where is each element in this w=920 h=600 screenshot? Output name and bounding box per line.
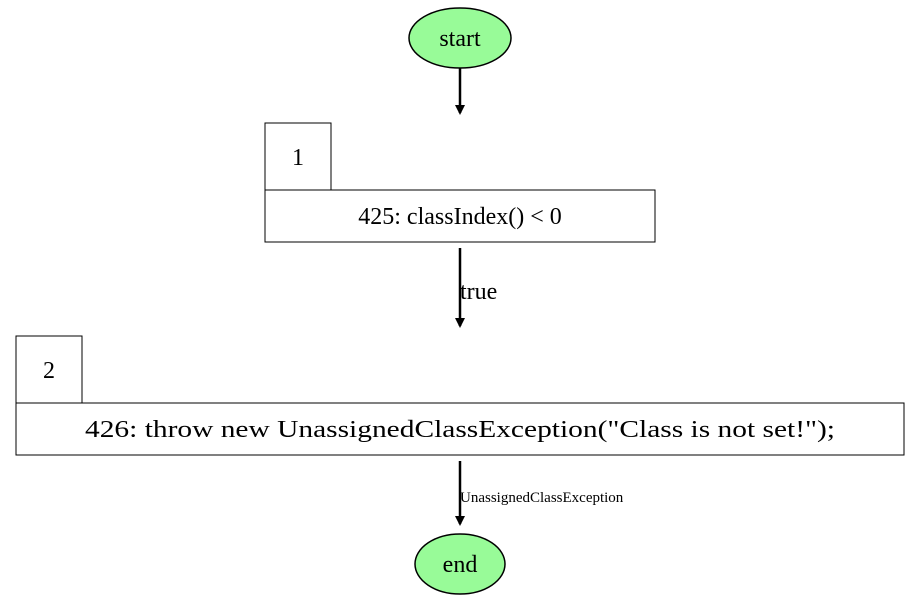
edge-label-exception: UnassignedClassException [460, 490, 624, 506]
block-2-id-label: 2 [43, 358, 55, 384]
block-2-id-box [15, 335, 83, 404]
block-2-statement-box [15, 402, 905, 456]
block-1-statement-box [264, 189, 656, 243]
block-1-id-box [264, 122, 332, 191]
end-node-label: end [443, 552, 478, 578]
end-node-shape [414, 533, 506, 595]
block-1-statement: 425: classIndex() < 0 [358, 204, 561, 230]
end-node: end [414, 533, 506, 595]
block-2: 2 426: throw new UnassignedClassExceptio… [15, 335, 905, 456]
start-node: start [408, 7, 512, 69]
edge-label-true: true [460, 279, 497, 305]
block-1-id-label: 1 [292, 145, 304, 171]
block-1: 1 425: classIndex() < 0 [264, 122, 656, 243]
start-node-label: start [439, 26, 481, 52]
block-2-statement: 426: throw new UnassignedClassException(… [85, 417, 835, 443]
